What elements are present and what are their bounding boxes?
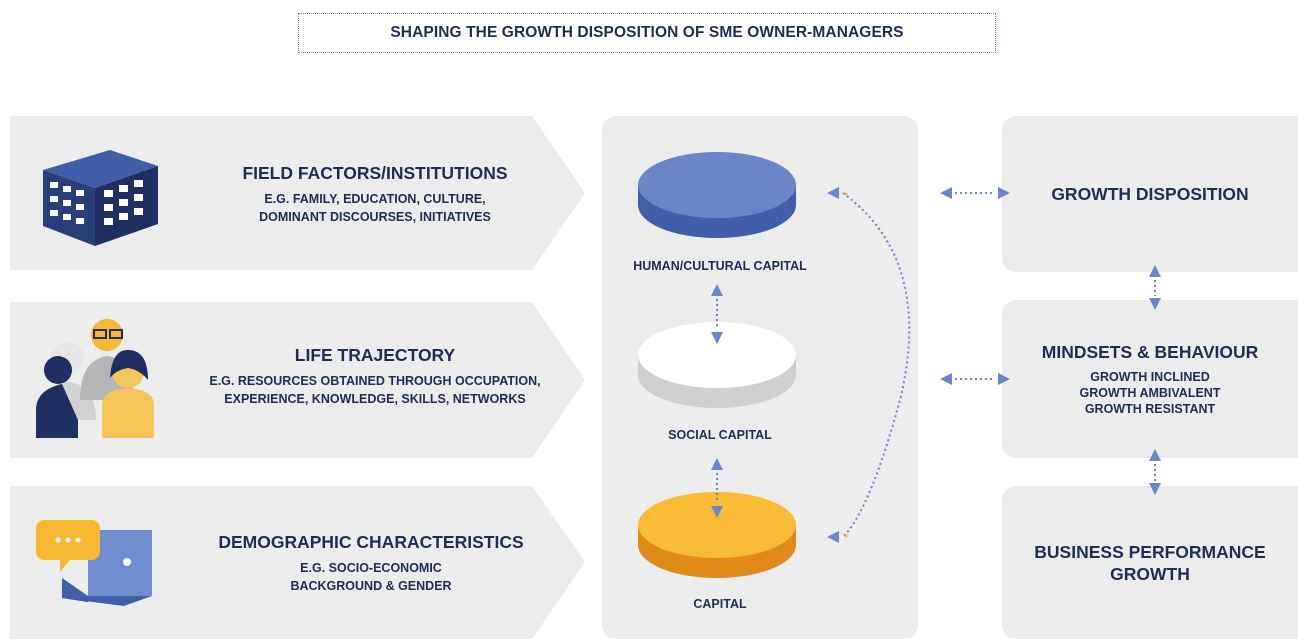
life-trajectory-text: LIFE TRAJECTORY E.G. RESOURCES OBTAINED … (180, 345, 570, 408)
life-trajectory-line-1: E.G. RESOURCES OBTAINED THROUGH OCCUPATI… (209, 374, 541, 388)
capital-label: CAPITAL (693, 597, 747, 611)
demographic-heading: DEMOGRAPHIC CHARACTERISTICS (218, 532, 524, 552)
field-factors-text: FIELD FACTORS/INSTITUTIONS E.G. FAMILY, … (190, 163, 560, 226)
social-capital-disk (638, 322, 796, 408)
human-capital-label: HUMAN/CULTURAL CAPITAL (633, 259, 807, 273)
laptop-chat-icon (36, 520, 152, 606)
life-trajectory-heading: LIFE TRAJECTORY (294, 345, 456, 365)
mindset-ambivalent: GROWTH AMBIVALENT (1079, 386, 1221, 400)
demographic-line-2: BACKGROUND & GENDER (290, 579, 452, 593)
arrow-social-capital (711, 458, 723, 518)
diagram-title: SHAPING THE GROWTH DISPOSITION OF SME OW… (298, 13, 996, 53)
arrow-human-social (711, 284, 723, 344)
life-trajectory-line-2: EXPERIENCE, KNOWLEDGE, SKILLS, NETWORKS (224, 392, 526, 406)
social-capital-label: SOCIAL CAPITAL (668, 428, 772, 442)
mindsets-heading: MINDSETS & BEHAVIOUR (1041, 342, 1259, 362)
people-icon (36, 319, 154, 438)
arrow-mindsets-performance (1149, 449, 1161, 495)
arrow-growth-mindsets (1149, 265, 1161, 310)
growth-disposition-box: GROWTH DISPOSITION (1002, 116, 1298, 272)
capital-disk (638, 492, 796, 578)
mindset-resistant: GROWTH RESISTANT (1084, 402, 1216, 416)
arrow-curved-human-capital (827, 187, 911, 543)
building-icon (43, 150, 158, 246)
business-performance-box: BUSINESS PERFORMANCE GROWTH (1002, 486, 1298, 639)
field-factors-line-1: E.G. FAMILY, EDUCATION, CULTURE, (264, 192, 486, 206)
growth-disposition-heading: GROWTH DISPOSITION (1051, 184, 1249, 204)
arrow-panel-1 (10, 116, 585, 270)
field-factors-line-2: DOMINANT DISCOURSES, INITIATIVES (259, 210, 491, 224)
demographic-line-1: E.G. SOCIO-ECONOMIC (300, 561, 442, 575)
mindset-inclined: GROWTH INCLINED (1090, 370, 1210, 384)
arrow-center-mindsets (940, 373, 1010, 385)
business-performance-heading: BUSINESS PERFORMANCE GROWTH (1034, 541, 1266, 584)
arrow-panel-3 (10, 486, 585, 639)
field-factors-heading: FIELD FACTORS/INSTITUTIONS (242, 163, 508, 183)
arrow-center-growth (940, 187, 1010, 199)
demographic-text: DEMOGRAPHIC CHARACTERISTICS E.G. SOCIO-E… (186, 532, 556, 595)
mindsets-box: MINDSETS & BEHAVIOUR GROWTH INCLINED GRO… (1002, 300, 1298, 458)
human-capital-disk (638, 152, 796, 238)
